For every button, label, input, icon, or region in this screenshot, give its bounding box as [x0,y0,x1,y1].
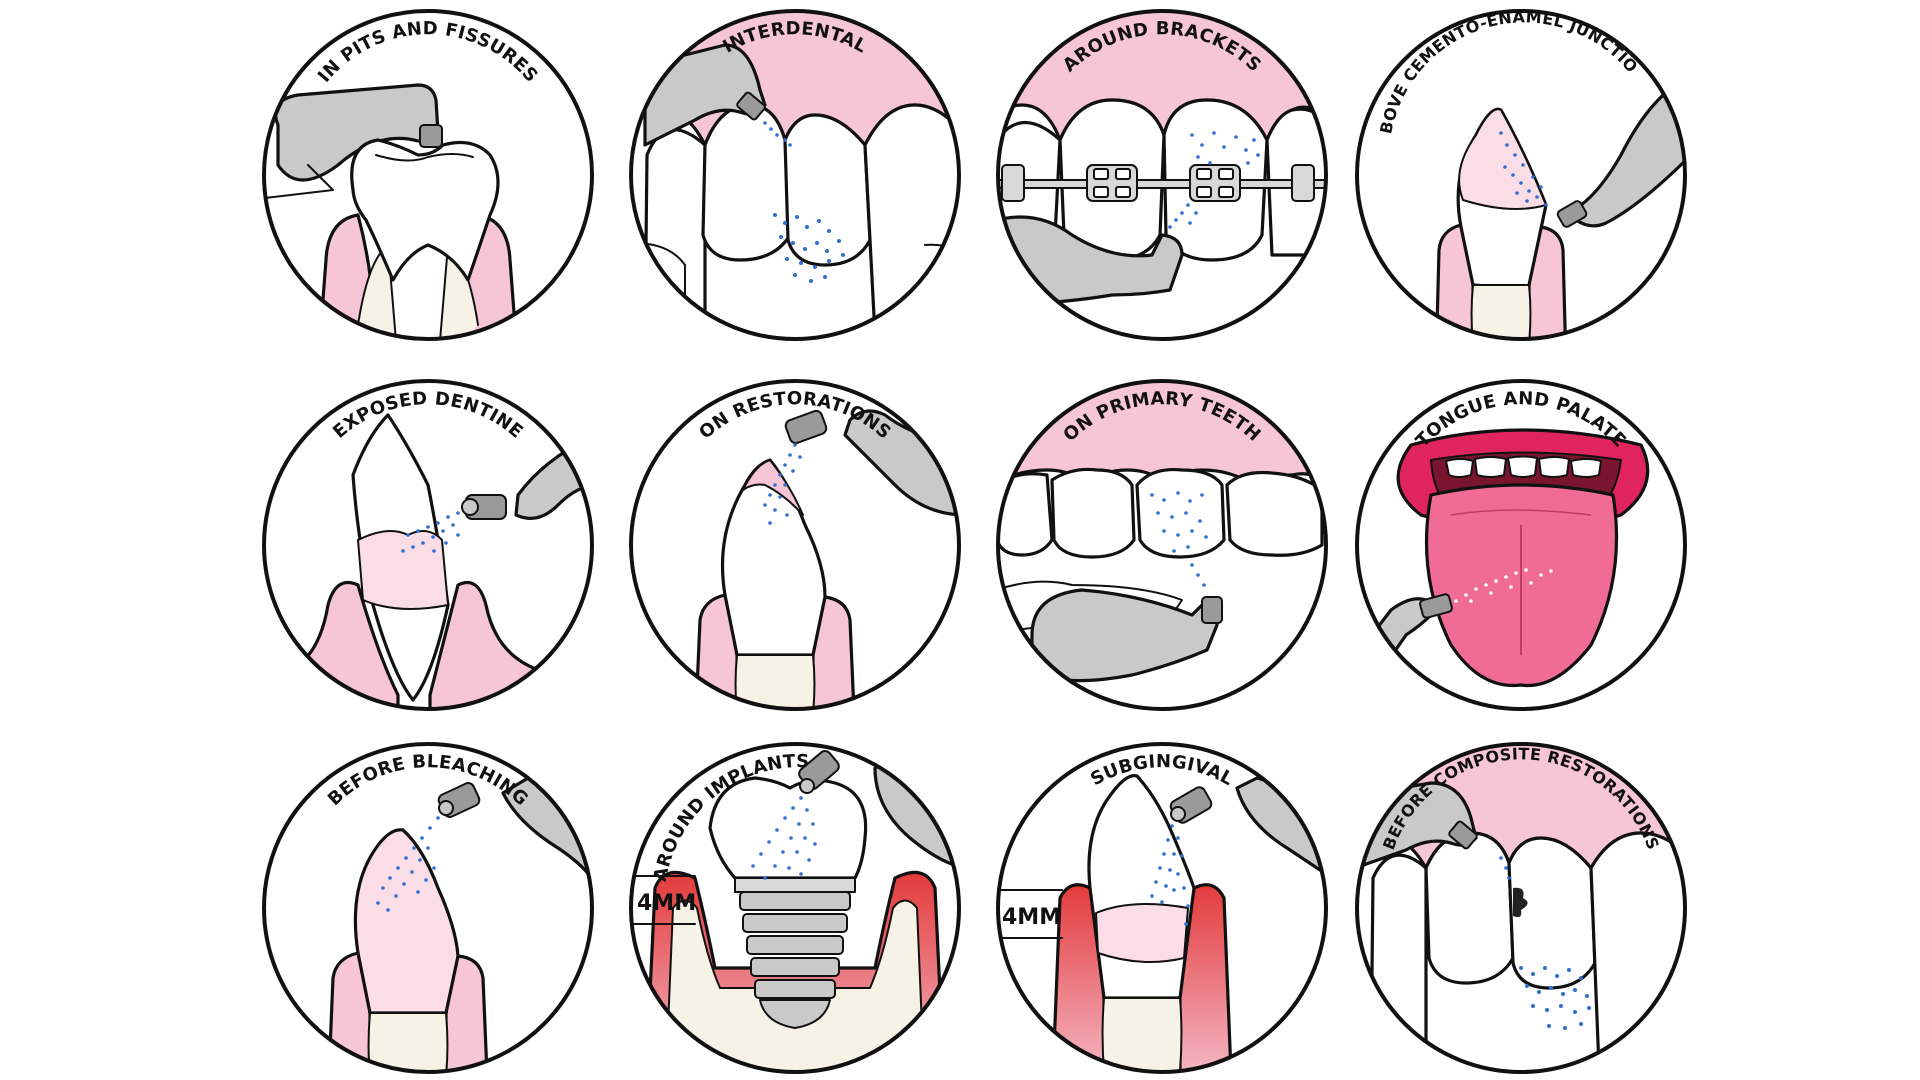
caries [1513,887,1528,918]
crown [708,776,868,880]
panel-on-primary-teeth: ON PRIMARY TEETH [992,375,1332,715]
spray-dots [401,511,460,553]
spray-dots [1150,824,1190,926]
implant-screw [739,891,851,1029]
panel-around-implants: 4MM AROUND IMPLANTS [625,738,965,1078]
panel-before-bleaching: BEFORE BLEACHING [258,738,598,1078]
teeth-row [1445,455,1602,478]
spray-dots [1499,856,1591,1030]
front-tooth-right [783,113,872,267]
archwire [998,179,1326,189]
spray-dots [751,796,817,880]
panel-tongue-and-palate: TONGUE AND PALATE [1351,375,1691,715]
panel-subgingival: 4MM SUBGINGIVAL [992,738,1332,1078]
depth-label: 4MM [637,891,696,916]
panel-on-restorations: ON RESTORATIONS [625,375,965,715]
restoration [742,459,804,516]
panel-interdental: INTERDENTAL [625,5,965,345]
spray-dots [376,816,440,912]
spray-dots [763,121,845,283]
panel-exposed-dentine: EXPOSED DENTINE [258,375,598,715]
spray-dots [763,443,802,525]
spray-dots [1454,568,1553,603]
panel-above-cej: ABOVE CEMENTO-ENAMEL JUNCTION [1344,0,1691,345]
panel-before-composite: BEFORE COMPOSITE RESTORATIONS [1351,738,1691,1078]
tooth [353,828,460,1015]
spray-dots [1499,131,1548,207]
panel-pits-and-fissures: IN PITS AND FISSURES [258,5,598,345]
depth-label: 4MM [1002,905,1061,930]
front-tooth-left [701,103,792,262]
panel-around-brackets: AROUND BRACKETS [992,5,1332,345]
spray-dots [1150,491,1208,587]
molar-tooth [350,138,500,282]
spray-dots [1168,131,1260,229]
